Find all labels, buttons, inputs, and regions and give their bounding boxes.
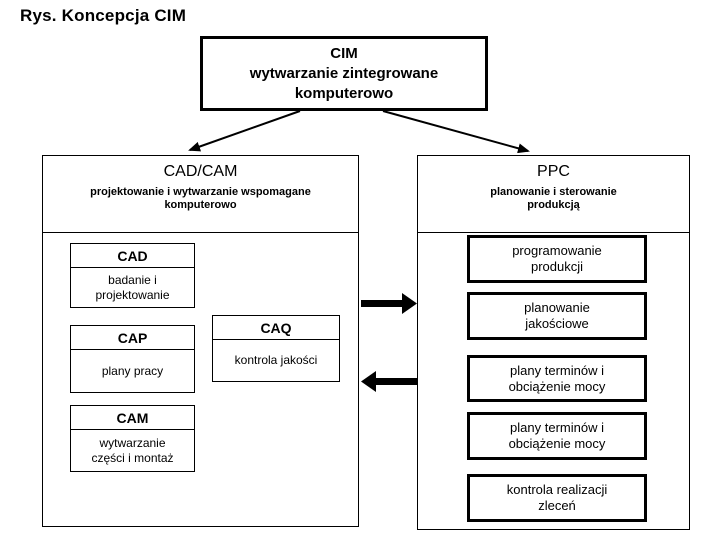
ppc-item-2-line-1: planowanie — [524, 300, 590, 315]
arrow-cim-to-cadcam — [188, 110, 301, 152]
ppc-item-4-line-2: obciążenie mocy — [508, 436, 606, 451]
ppc-item-programowanie-produkcji: programowanie produkcji — [467, 235, 647, 283]
cam-desc-line-1: wytwarzanie — [99, 435, 166, 450]
cadcam-header: CAD/CAM projektowanie i wytwarzanie wspo… — [43, 163, 358, 233]
cap-box: CAP plany pracy — [70, 325, 195, 393]
ppc-subtitle: planowanie i sterowanie produkcją — [418, 186, 689, 212]
cad-description: badanie i projektowanie — [71, 268, 194, 307]
cad-title: CAD — [71, 244, 194, 268]
cap-desc-line-1: plany pracy — [101, 363, 164, 378]
caq-description: kontrola jakości — [213, 340, 339, 381]
cadcam-subtitle: projektowanie i wytwarzanie wspomagane k… — [43, 186, 358, 212]
cadcam-subtitle-line-2: komputerowo — [164, 199, 237, 211]
arrow-cim-to-ppc — [382, 110, 530, 154]
ppc-item-planowanie-jakosciowe: planowanie jakościowe — [467, 292, 647, 340]
cam-desc-line-2: części i montaż — [91, 450, 174, 465]
cad-desc-line-1: badanie i — [108, 272, 157, 287]
ppc-item-5-line-1: kontrola realizacji — [506, 482, 608, 497]
ppc-subtitle-line-2: produkcją — [527, 199, 580, 211]
ppc-item-1-line-1: programowanie — [512, 243, 602, 258]
ppc-title: PPC — [537, 163, 570, 180]
cim-line-3: komputerowo — [294, 85, 394, 102]
arrow-cadcam-to-ppc — [361, 293, 417, 314]
cim-line-2: wytwarzanie zintegrowane — [249, 65, 439, 82]
cap-title: CAP — [71, 326, 194, 350]
ppc-item-plany-terminow-1: plany terminów i obciążenie mocy — [467, 355, 647, 402]
caq-desc-line-1: kontrola jakości — [234, 353, 318, 367]
ppc-item-kontrola-realizacji-zlecen: kontrola realizacji zleceń — [467, 474, 647, 522]
cam-box: CAM wytwarzanie części i montaż — [70, 405, 195, 472]
caq-title: CAQ — [213, 316, 339, 340]
page-title: Rys. Koncepcja CIM — [20, 6, 187, 25]
cam-description: wytwarzanie części i montaż — [71, 430, 194, 471]
cadcam-title: CAD/CAM — [163, 163, 238, 180]
ppc-item-5-line-2: zleceń — [538, 498, 576, 513]
cap-description: plany pracy — [71, 350, 194, 392]
ppc-item-plany-terminow-2: plany terminów i obciążenie mocy — [467, 412, 647, 460]
cim-box: CIM wytwarzanie zintegrowane komputerowo — [200, 36, 488, 111]
ppc-subtitle-line-1: planowanie i sterowanie — [490, 186, 617, 198]
cad-desc-line-2: projektowanie — [95, 287, 170, 302]
ppc-item-3-line-1: plany terminów i — [510, 362, 604, 378]
ppc-section: PPC planowanie i sterowanie produkcją pr… — [417, 155, 690, 530]
caq-box: CAQ kontrola jakości — [212, 315, 340, 382]
ppc-item-4-line-1: plany terminów i — [510, 420, 604, 435]
cadcam-section: CAD/CAM projektowanie i wytwarzanie wspo… — [42, 155, 359, 527]
cad-box: CAD badanie i projektowanie — [70, 243, 195, 308]
cadcam-subtitle-line-1: projektowanie i wytwarzanie wspomagane — [90, 186, 311, 198]
ppc-item-2-line-2: jakościowe — [525, 316, 589, 331]
cam-title: CAM — [71, 406, 194, 430]
cim-line-1: CIM — [330, 45, 358, 62]
ppc-item-3-line-2: obciążenie mocy — [508, 378, 606, 394]
arrow-ppc-to-cadcam — [361, 371, 417, 392]
ppc-header: PPC planowanie i sterowanie produkcją — [418, 163, 689, 233]
ppc-item-1-line-2: produkcji — [530, 259, 584, 274]
